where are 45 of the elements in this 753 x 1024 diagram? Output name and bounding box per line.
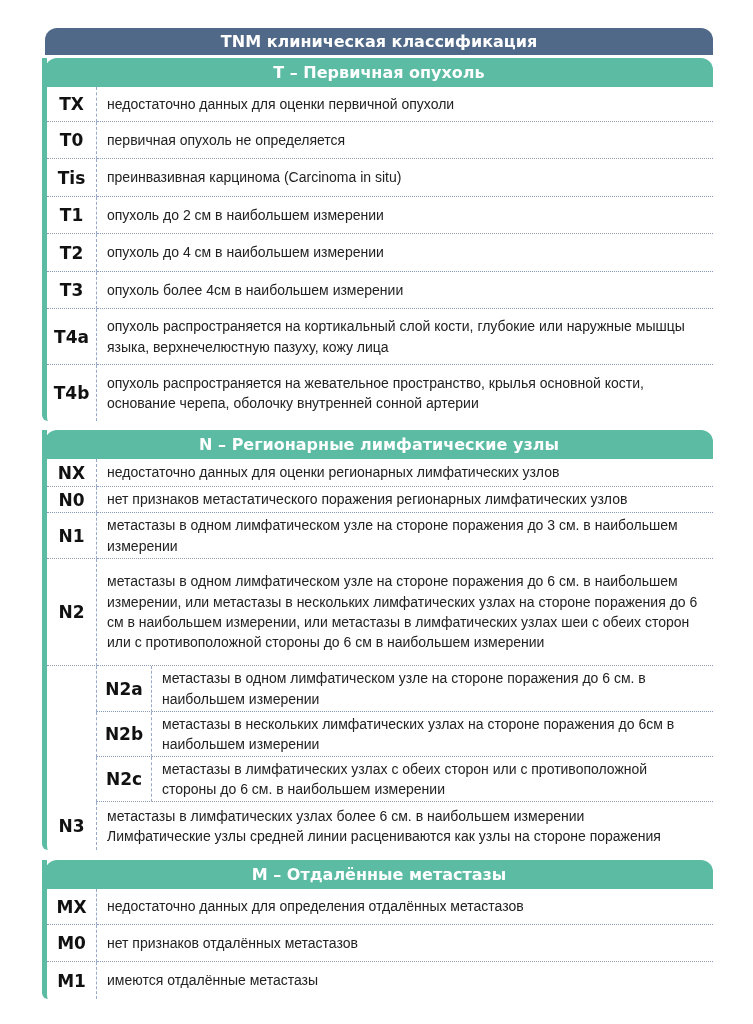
stage-code: M0 bbox=[47, 925, 97, 962]
stage-description: опухоль до 4 см в наибольшем измерении bbox=[97, 234, 713, 272]
stage-code: T3 bbox=[47, 272, 97, 309]
stage-description: опухоль распространяется на жевательное пространство, крылья основной кости, основание черепа, оболочку внутренней сонной артерии bbox=[106, 373, 645, 413]
stage-description: опухоль распространяется на кортикальный слой кости, глубокие или наружные мышцы языка, верхнечелюстную пазуху, кожу лица bbox=[97, 309, 713, 365]
stage-code: Tis bbox=[47, 159, 97, 197]
stage-code: MX bbox=[47, 889, 97, 925]
stage-description: метастазы в лимфатических узлах с обеих сторон или с противоположной стороны до 6 см. в наибольшем измерении bbox=[152, 757, 713, 802]
stage-description: метастазы в одном лимфатическом узле на стороне поражения до 6 см. в наибольшем измерении, или метастазы в нескольких лимфатических узлах на стороне поражения до 6 см в наибольшем измерении, или метастазы в лимфатических узлах шеи с обеих сторон или с противоположной стороны до 6 см в наибольшем измерении bbox=[97, 559, 713, 666]
table-section bbox=[42, 860, 713, 999]
stage-code: N1 bbox=[47, 513, 97, 559]
stage-description: опухоль более 4см в наибольшем измерении bbox=[97, 272, 713, 309]
stage-code: N0 bbox=[47, 487, 97, 513]
stage-code: N2a bbox=[97, 666, 152, 712]
section-header: M – Отдалённые метастазы bbox=[45, 860, 713, 889]
stage-description: недостаточно данных для оценки первичной опухоли bbox=[97, 87, 713, 122]
stage-description: недостаточно данных для определения отдалённых метастазов bbox=[97, 889, 713, 925]
section-header: N – Регионарные лимфатические узлы bbox=[45, 430, 713, 459]
stage-code: N2 bbox=[47, 559, 97, 666]
stage-code: N3 bbox=[47, 802, 97, 850]
stage-description: метастазы в лимфатических узлах более 6 см. в наибольшем измерении bbox=[107, 806, 586, 826]
section-header: T – Первичная опухоль bbox=[45, 58, 713, 87]
table-section bbox=[42, 58, 713, 421]
stage-code: T2 bbox=[47, 234, 97, 272]
stage-description: Лимфатические узлы средней линии расцениваются как узлы на стороне поражения bbox=[107, 827, 662, 846]
stage-description: преинвазивная карцинома (Carcinoma in situ) bbox=[97, 159, 713, 197]
stage-description: нет признаков отдалённых метастазов bbox=[97, 925, 713, 962]
stage-description: метастазы в одном лимфатическом узле на стороне поражения до 3 см. в наибольшем измерении bbox=[97, 513, 713, 559]
stage-description: нет признаков метастатического поражения регионарных лимфатических узлов bbox=[97, 487, 713, 513]
stage-description: первичная опухоль не определяется bbox=[97, 122, 713, 159]
stage-description: имеются отдалённые метастазы bbox=[106, 971, 320, 991]
stage-code: T4a bbox=[47, 309, 97, 365]
stage-description: опухоль до 2 см в наибольшем измерении bbox=[97, 197, 713, 234]
stage-code: T0 bbox=[47, 122, 97, 159]
stage-description: недостаточно данных для оценки регионарных лимфатических узлов bbox=[97, 459, 713, 487]
stage-code: N2b bbox=[97, 712, 152, 757]
stage-code: N2c bbox=[97, 757, 152, 802]
stage-code: M1 bbox=[47, 962, 97, 999]
title-banner: TNM клиническая классификация bbox=[45, 28, 713, 55]
stage-code: TX bbox=[47, 87, 97, 122]
stage-description: метастазы в одном лимфатическом узле на стороне поражения до 6 см. в наибольшем измерении bbox=[152, 666, 713, 712]
stage-code: T1 bbox=[47, 197, 97, 234]
stage-code: NX bbox=[47, 459, 97, 487]
table-section bbox=[42, 430, 713, 850]
stage-code: T4b bbox=[47, 365, 97, 421]
